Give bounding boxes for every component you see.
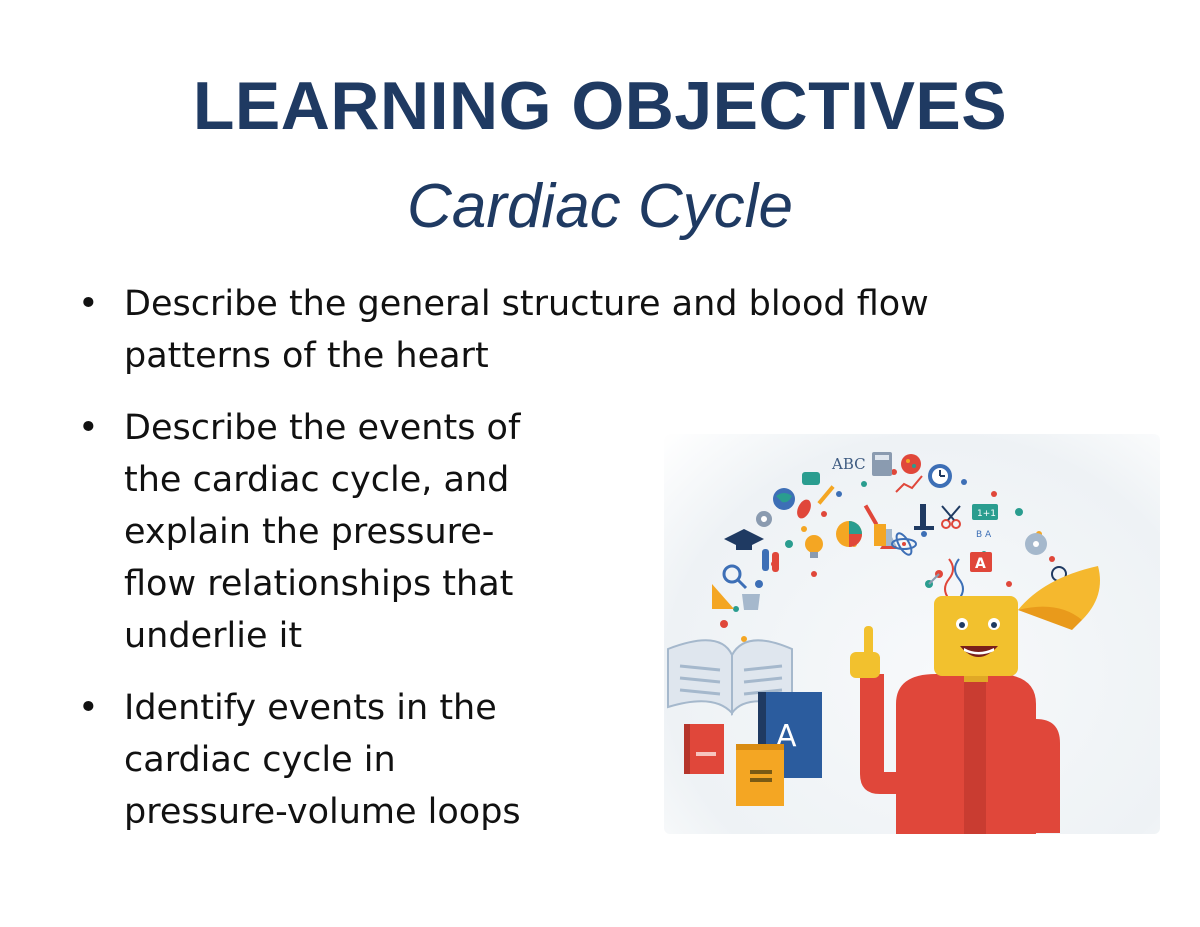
chat-icon: [802, 472, 820, 485]
beaker-icon: [742, 594, 760, 610]
red-book: [684, 724, 724, 774]
dna-icon: [944, 558, 954, 600]
objective-item: Describe the general structure and blood…: [72, 278, 1024, 382]
math-badge: [972, 504, 998, 520]
abc-small-label: B A: [976, 530, 992, 540]
open-book-icon: [667, 639, 733, 716]
palette-icon: [901, 454, 921, 474]
letter-sign-label: A: [975, 556, 986, 572]
books-stack: A: [667, 639, 822, 806]
open-head-lid: [1018, 566, 1100, 620]
magnifier-icon: [722, 564, 742, 584]
learning-illustration: ABC: [664, 434, 1160, 834]
lightbulb-icon: [805, 535, 823, 553]
objective-item: Identify events in the cardiac cycle in …: [72, 682, 554, 838]
atom-icon: [891, 538, 917, 550]
letter-sign-icon: [970, 552, 992, 572]
ruler-icon: [712, 584, 734, 609]
growth-chart-icon: [895, 475, 923, 493]
objective-item: Describe the events of the cardiac cycle…: [72, 402, 554, 662]
objectives-list: Describe the general structure and blood…: [72, 278, 1024, 838]
math-badge-label: 1+1: [977, 509, 996, 519]
pencil-icon: [817, 485, 835, 505]
scissors-icon: [941, 519, 951, 529]
raised-arm: [860, 674, 900, 794]
leaf-icon: [797, 499, 811, 519]
head: [934, 596, 1018, 676]
slide-title: LEARNING OBJECTIVES: [192, 68, 1008, 144]
pointing-hand: [850, 652, 880, 678]
slide-subtitle: Cardiac Cycle: [407, 172, 793, 241]
abc-label: ABC: [831, 455, 866, 473]
learning-illustration-svg: ABC: [667, 452, 1100, 834]
knowledge-icons-arc: ABC: [712, 452, 1071, 642]
microscope-icon: [920, 504, 926, 526]
yellow-book: [736, 744, 784, 806]
paint-icon: [874, 524, 886, 546]
student-figure: [850, 566, 1100, 834]
graduation-cap-icon: [724, 529, 764, 549]
test-tube-icon: [762, 549, 769, 571]
